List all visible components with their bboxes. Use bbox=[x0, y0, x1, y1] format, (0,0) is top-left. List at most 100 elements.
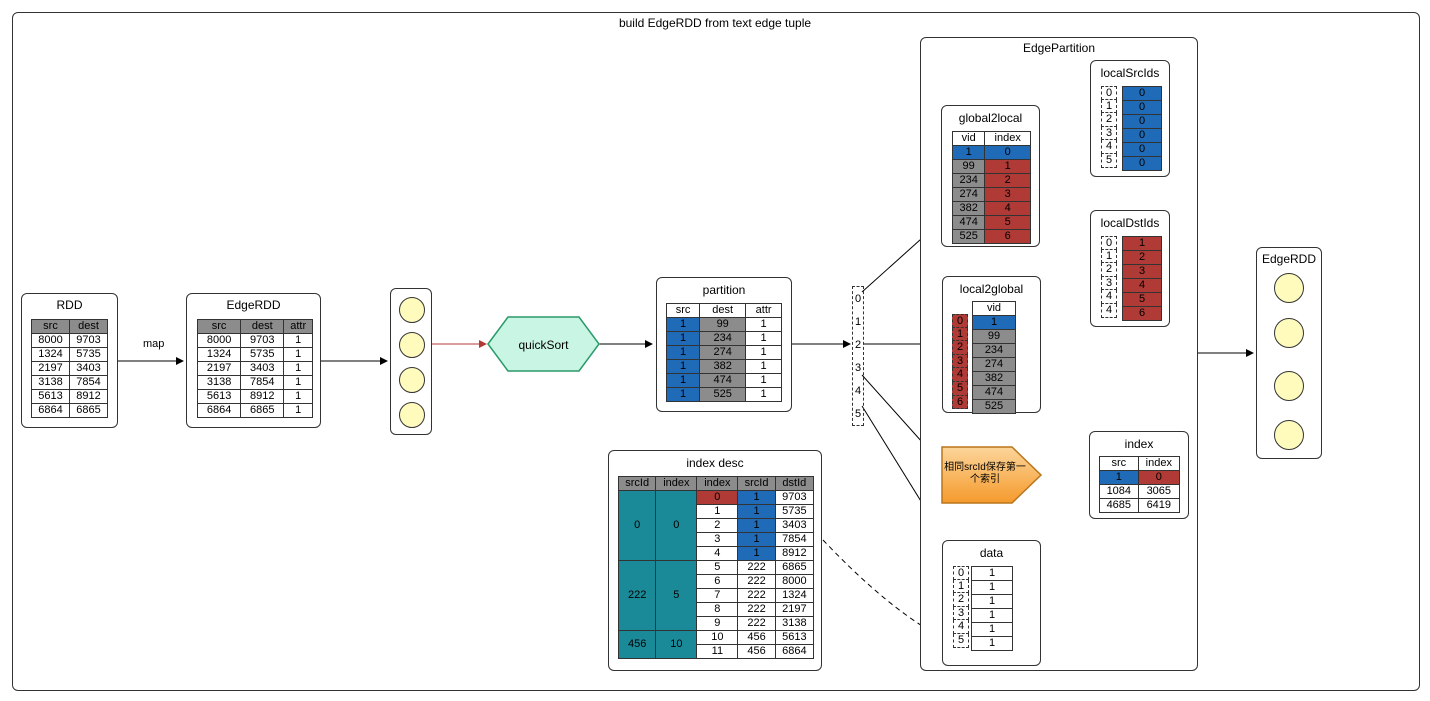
table-cell: 1 bbox=[283, 333, 313, 348]
table-cell: 8000 bbox=[774, 574, 815, 589]
table-cell: 0 bbox=[1122, 156, 1162, 171]
table-row: 1 bbox=[971, 608, 1013, 623]
table-row: 382 bbox=[972, 371, 1016, 386]
table-row: 99 bbox=[972, 329, 1016, 344]
table-cell: 274 bbox=[972, 357, 1016, 372]
column-index: 2 bbox=[854, 339, 862, 351]
edgerdd-partition-circle bbox=[1274, 371, 1304, 401]
table-cell: 5735 bbox=[69, 347, 108, 362]
row-index: 0 bbox=[1101, 236, 1117, 250]
partition-circle bbox=[399, 297, 425, 323]
table-cell: 6864 bbox=[31, 403, 70, 418]
table-cell: 0 bbox=[1137, 470, 1181, 485]
partitions-box bbox=[390, 288, 432, 435]
table-row: 5 bbox=[1122, 292, 1162, 307]
table-cell: 3 bbox=[696, 532, 739, 547]
table-cell: 8912 bbox=[69, 389, 108, 404]
table-cell: 525 bbox=[699, 387, 747, 402]
table-cell: 2197 bbox=[774, 602, 815, 617]
row-index: 5 bbox=[1101, 153, 1117, 168]
table-cell: 8912 bbox=[240, 389, 285, 404]
row-index: 4 bbox=[1101, 290, 1117, 304]
table-cell: 5 bbox=[984, 215, 1031, 230]
table-cell: 1 bbox=[665, 345, 701, 360]
global2local-title: global2local bbox=[958, 111, 1023, 125]
table-cell: 5613 bbox=[31, 389, 70, 404]
table-cell: 7 bbox=[696, 588, 739, 603]
table-cell: 222 bbox=[737, 574, 776, 589]
table-cell: 1 bbox=[971, 580, 1013, 595]
column-header: index bbox=[984, 131, 1031, 146]
row-index: 3 bbox=[1101, 126, 1117, 141]
table-cell: 8 bbox=[696, 602, 739, 617]
table-cell: 5613 bbox=[196, 389, 242, 404]
table-cell: 1 bbox=[745, 387, 782, 402]
table-cell: 1324 bbox=[31, 347, 70, 362]
table-cell: 10 bbox=[696, 630, 739, 645]
quicksort-shape bbox=[487, 316, 600, 372]
table-cell: 1 bbox=[1099, 470, 1139, 485]
table-cell: 1 bbox=[665, 387, 701, 402]
column-header: vid bbox=[951, 131, 986, 146]
table-cell: 0 bbox=[984, 145, 1031, 160]
row-index: 1 bbox=[1101, 99, 1117, 114]
column-header: src bbox=[1099, 456, 1139, 471]
table-row: 0 bbox=[1122, 114, 1162, 129]
table-row: 1 bbox=[971, 566, 1013, 581]
table-cell: 474 bbox=[972, 385, 1016, 400]
row-index: 3 bbox=[952, 354, 968, 369]
diagram-title: build EdgeRDD from text edge tuple bbox=[618, 16, 812, 30]
group-srcid: 222 bbox=[617, 560, 657, 631]
table-cell: 3403 bbox=[774, 518, 815, 533]
table-cell: 9703 bbox=[69, 333, 108, 348]
row-index: 0 bbox=[953, 566, 969, 580]
table-cell: 222 bbox=[737, 588, 776, 603]
partition-title: partition bbox=[702, 283, 746, 297]
table-cell: 1 bbox=[737, 532, 776, 547]
table-cell: 3138 bbox=[774, 616, 815, 631]
column-index: 0 bbox=[854, 293, 862, 305]
row-index: 2 bbox=[953, 593, 969, 607]
table-cell: 1 bbox=[283, 347, 313, 362]
edgerdd-out-title: EdgeRDD bbox=[1261, 252, 1317, 266]
table-cell: 0 bbox=[696, 490, 739, 505]
group-index: 5 bbox=[655, 560, 698, 631]
table-cell: 1 bbox=[972, 315, 1016, 330]
table-row: 2 bbox=[1122, 250, 1162, 265]
table-cell: 4685 bbox=[1099, 498, 1139, 513]
row-index: 4 bbox=[1101, 140, 1117, 154]
map-label: map bbox=[143, 338, 165, 350]
table-cell: 1 bbox=[737, 546, 776, 561]
table-cell: 99 bbox=[951, 159, 986, 174]
table-cell: 1 bbox=[745, 331, 782, 346]
column-header: dest bbox=[699, 303, 747, 318]
column-header: srcId bbox=[617, 476, 657, 491]
table-header-row: vid bbox=[972, 301, 1016, 316]
table-row: 3 bbox=[1122, 264, 1162, 279]
group-index: 10 bbox=[655, 630, 698, 659]
table-cell: 234 bbox=[699, 331, 747, 346]
edgerdd-partition-circle bbox=[1274, 318, 1304, 348]
row-index: 0 bbox=[1101, 86, 1117, 100]
